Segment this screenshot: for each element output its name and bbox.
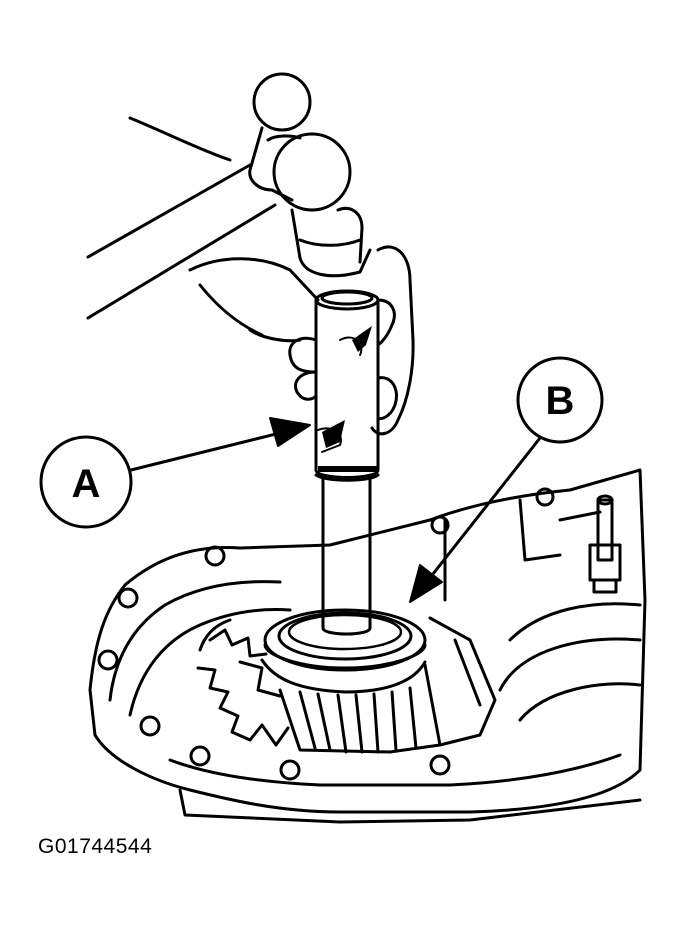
ring-gear xyxy=(196,618,290,747)
hammer xyxy=(86,72,372,320)
figure-code: G01744544 xyxy=(38,835,153,858)
vent-stud xyxy=(588,494,622,594)
hand xyxy=(188,245,415,453)
arrow-a xyxy=(269,417,311,447)
callout-a xyxy=(39,426,302,529)
oil-seal xyxy=(263,608,427,672)
callout-a-label: A xyxy=(72,462,101,506)
seal-installer-tool xyxy=(314,289,380,636)
callout-b-label: B xyxy=(546,379,575,423)
callout-b xyxy=(416,356,604,595)
transaxle-case xyxy=(88,468,647,824)
arrow-b xyxy=(409,564,443,603)
differential-gear xyxy=(260,616,497,754)
tool-shading xyxy=(318,326,378,472)
